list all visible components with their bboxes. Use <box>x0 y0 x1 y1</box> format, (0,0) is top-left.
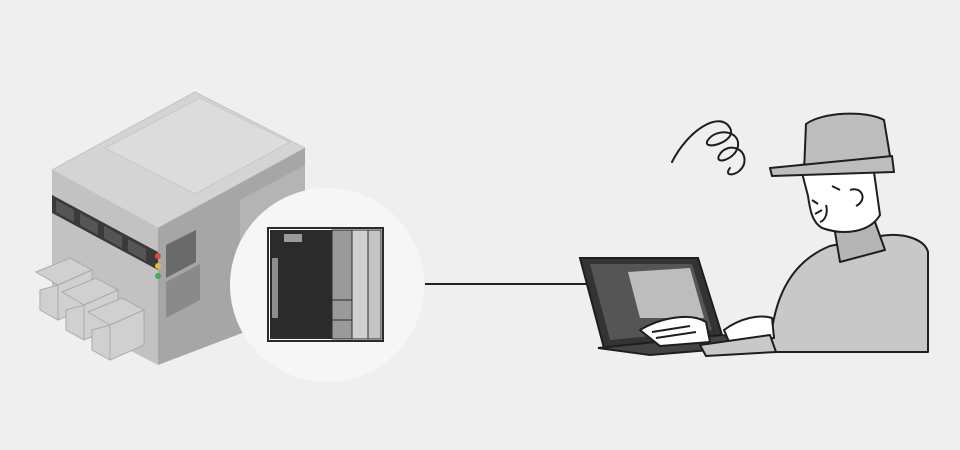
confused-worker-icon <box>639 112 929 357</box>
confusion-squiggle-icon <box>671 120 746 176</box>
plc-controller-icon <box>267 227 384 342</box>
controller-zoom-callout <box>230 188 424 382</box>
